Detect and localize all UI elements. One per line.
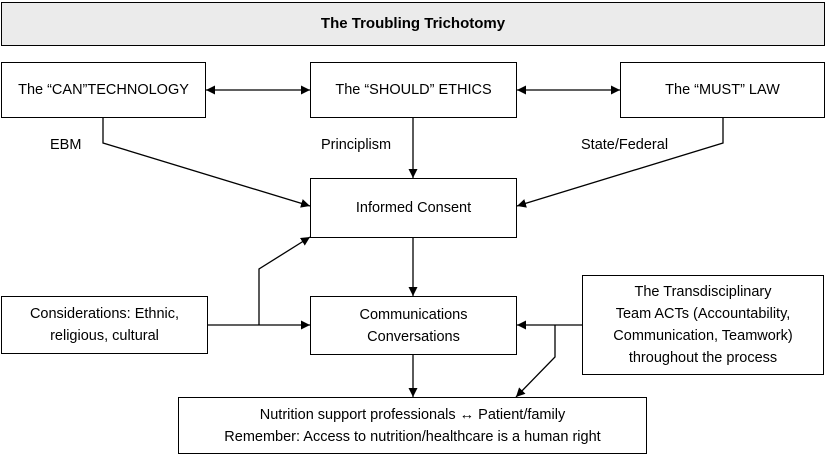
arrow-must-to-consent [516, 118, 724, 208]
can-technology-text: The “CAN”TECHNOLOGY [18, 82, 189, 98]
considerations-box: Considerations: Ethnic, religious, cultu… [1, 296, 208, 354]
informed-consent-text: Informed Consent [355, 200, 472, 216]
principlism-label: Principlism [321, 137, 392, 153]
considerations-line-1: Considerations: Ethnic, [29, 306, 180, 322]
outcome-line-1: Nutrition support professionals ↔ Patien… [259, 406, 566, 423]
team-line-4: throughout the process [628, 350, 778, 366]
informed-consent-box: Informed Consent [310, 178, 517, 238]
team-line-2: Team ACTs (Accountability, [615, 306, 791, 322]
must-law-text: The “MUST” LAW [665, 82, 780, 98]
arrow-considerations-to-consent [258, 236, 311, 325]
transdisciplinary-team-box: The Transdisciplinary Team ACTs (Account… [582, 275, 824, 375]
outcome-box: Nutrition support professionals ↔ Patien… [178, 397, 647, 454]
team-line-3: Communication, Teamwork) [613, 328, 793, 344]
should-ethics-box: The “SHOULD” ETHICS [310, 62, 517, 118]
arrow-can-to-consent [102, 118, 311, 208]
must-law-box: The “MUST” LAW [620, 62, 825, 118]
communications-box: Communications Conversations [310, 296, 517, 355]
ebm-label: EBM [50, 137, 82, 153]
diagram-title-text: The Troubling Trichotomy [320, 15, 506, 32]
communications-line-2: Conversations [367, 328, 460, 345]
communications-line-1: Communications [359, 306, 468, 323]
considerations-line-2: religious, cultural [50, 328, 159, 344]
state-federal-label: State/Federal [581, 137, 669, 153]
can-technology-box: The “CAN”TECHNOLOGY [1, 62, 206, 118]
team-line-1: The Transdisciplinary [634, 284, 772, 300]
outcome-line-2: Remember: Access to nutrition/healthcare… [224, 428, 601, 445]
arrow-team-to-outcome [515, 325, 556, 398]
diagram-title: The Troubling Trichotomy [1, 2, 825, 46]
should-ethics-text: The “SHOULD” ETHICS [335, 82, 492, 98]
